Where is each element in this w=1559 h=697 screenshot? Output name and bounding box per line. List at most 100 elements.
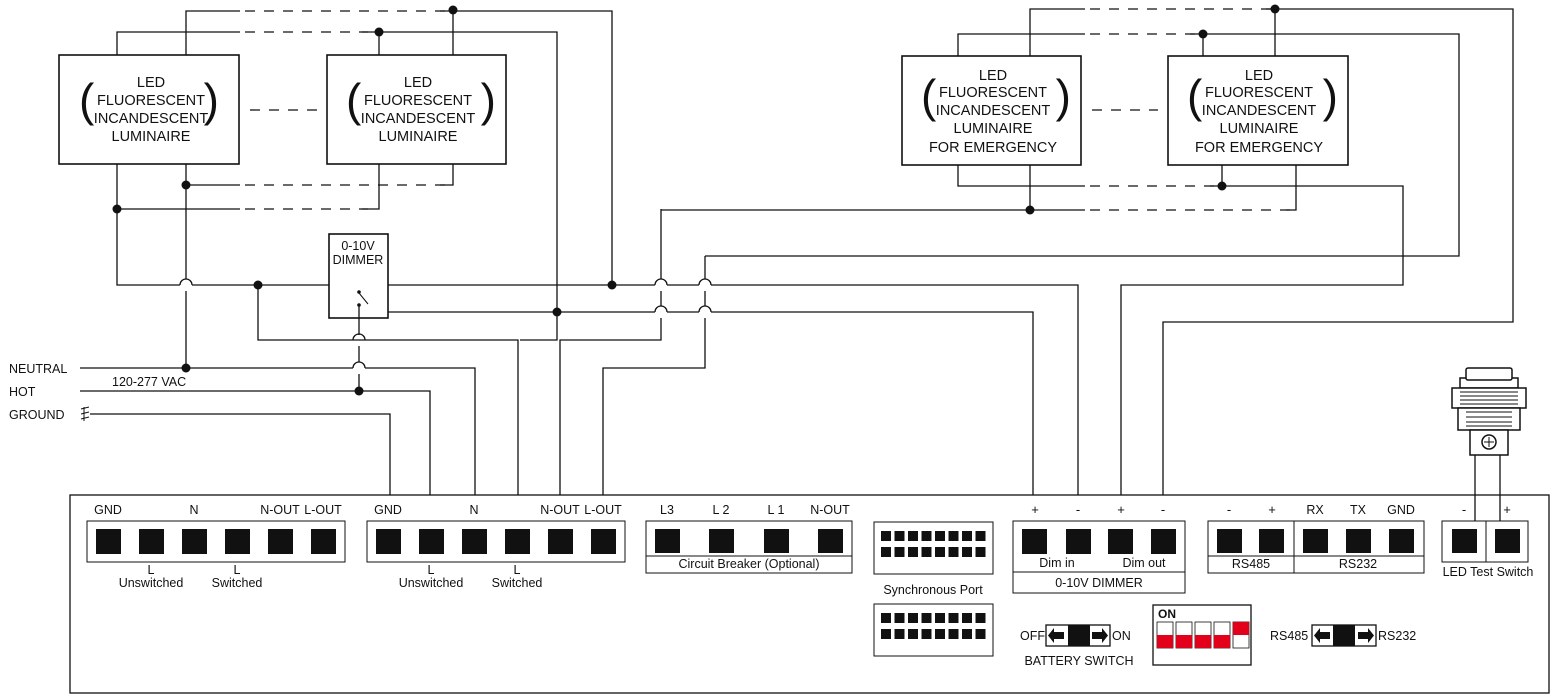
rs485-plus: + [1268, 502, 1276, 517]
svg-text:(: ( [1187, 70, 1203, 122]
neutral-label: NEUTRAL [9, 362, 67, 376]
sync-pin [908, 547, 918, 557]
block-b-lout: L-OUT [584, 503, 622, 517]
luminaire-1-line4: LUMINAIRE [112, 129, 191, 145]
serial-terminal-block: - + RX TX GND RS485 RS232 [1207, 502, 1425, 574]
sync-pin [921, 629, 932, 639]
dim-sign-4: - [1161, 502, 1165, 517]
em-luminaire-1-line4: LUMINAIRE [954, 121, 1033, 137]
dimmer-caption: 0-10V DIMMER [1055, 576, 1143, 590]
battery-switch[interactable]: OFF ON BATTERY SWITCH [1020, 624, 1134, 668]
control-panel [69, 494, 1550, 694]
sync-pin [975, 531, 986, 541]
em-luminaire-1-line3: INCANDESCENT [936, 103, 1051, 119]
sync-pin [894, 613, 905, 623]
circuit-breaker-block: L3 L 2 L 1 N-OUT Circuit Breaker (Option… [645, 503, 853, 574]
block-a-l2: L [234, 563, 241, 577]
sync-pins-top [881, 531, 986, 557]
block-a-nout: N-OUT [260, 503, 300, 517]
dim-sign-3: + [1117, 502, 1125, 517]
sync-pin [975, 629, 986, 639]
arrow-left-icon [1314, 628, 1330, 643]
test-switch-pushbutton-icon[interactable] [1451, 367, 1527, 521]
dimmer-terminal-block: + - + - Dim in Dim out 0-10V DIMMER [1012, 502, 1186, 594]
emergency-luminaire-2: ( ) LED FLUORESCENT INCANDESCENT LUMINAI… [1167, 55, 1349, 166]
terminal-block-a: GND N N-OUT L-OUT L Unswitched L Switche… [86, 503, 346, 590]
test-switch-caption: LED Test Switch [1443, 565, 1534, 579]
sync-pin [881, 629, 891, 639]
luminaire-1: ( ) LED FLUORESCENT INCANDESCENT LUMINAI… [58, 54, 240, 165]
test-plus: + [1503, 502, 1511, 517]
block-a-l1: L [148, 563, 155, 577]
emergency-luminaire-1: ( ) LED FLUORESCENT INCANDESCENT LUMINAI… [901, 55, 1082, 166]
dim-out-label: Dim out [1122, 556, 1166, 570]
sync-pin [894, 531, 905, 541]
dip-lever[interactable] [1214, 635, 1230, 648]
sync-pin [921, 547, 932, 557]
arrow-right-icon [1358, 628, 1374, 643]
dip-on-label: ON [1158, 607, 1176, 621]
block-b-n: N [469, 503, 478, 517]
luminaire-2-line4: LUMINAIRE [379, 129, 458, 145]
sync-pin [962, 613, 972, 623]
block-a-unswitched: Unswitched [119, 576, 184, 590]
svg-text:(: ( [921, 70, 937, 122]
battery-switch-knob[interactable] [1068, 625, 1090, 646]
dip-lever[interactable] [1176, 635, 1192, 648]
voltage-label: 120-277 VAC [112, 375, 186, 389]
dimmer-line2: DIMMER [333, 253, 384, 267]
junction-dots [112, 4, 1280, 396]
svg-text:): ) [481, 74, 496, 126]
block-b-switched: Switched [492, 576, 543, 590]
arrow-left-icon [1048, 628, 1064, 643]
block-a-lout: L-OUT [304, 503, 342, 517]
sync-pin [881, 547, 891, 557]
breaker-nout: N-OUT [810, 503, 850, 517]
mode-rs485-label: RS485 [1270, 629, 1308, 643]
block-b-l2: L [514, 563, 521, 577]
dip-switch[interactable]: ON [1152, 604, 1252, 666]
luminaire-2-line2: FLUORESCENT [364, 93, 472, 109]
sync-pin [948, 547, 959, 557]
sync-pin [948, 613, 959, 623]
block-a-switched: Switched [212, 576, 263, 590]
em-luminaire-1-line5: FOR EMERGENCY [929, 140, 1057, 156]
sync-pin [908, 629, 918, 639]
synchronous-port: Synchronous Port [873, 521, 994, 657]
terminal-block-b: GND N N-OUT L-OUT L Unswitched L Switche… [366, 503, 626, 590]
dip-lever[interactable] [1157, 635, 1173, 648]
em-luminaire-2-line4: LUMINAIRE [1220, 121, 1299, 137]
dip-lever[interactable] [1195, 635, 1211, 648]
rs-mode-switch[interactable]: RS485 RS232 [1270, 624, 1416, 647]
dip-lever[interactable] [1233, 622, 1249, 635]
luminaire-1-line1: LED [137, 75, 165, 91]
rs232-caption: RS232 [1339, 557, 1377, 571]
svg-text:): ) [1056, 70, 1071, 122]
block-a-gnd: GND [94, 503, 122, 517]
arrow-right-icon [1092, 628, 1108, 643]
sync-pin [975, 547, 986, 557]
rs485-caption: RS485 [1232, 557, 1270, 571]
rs232-rx: RX [1306, 503, 1324, 517]
block-b-unswitched: Unswitched [399, 576, 464, 590]
luminaire-1-line2: FLUORESCENT [97, 93, 205, 109]
sync-caption: Synchronous Port [883, 583, 983, 597]
ground-label: GROUND [9, 408, 65, 422]
crossovers [654, 209, 1079, 495]
sync-pin [948, 629, 959, 639]
dim-sign-1: + [1031, 502, 1039, 517]
block-b-gnd: GND [374, 503, 402, 517]
breaker-caption: Circuit Breaker (Optional) [678, 557, 819, 571]
sync-pin [962, 547, 972, 557]
svg-text:): ) [204, 74, 219, 126]
battery-on-label: ON [1112, 629, 1131, 643]
mode-switch-knob[interactable] [1333, 625, 1355, 646]
block-b-nout: N-OUT [540, 503, 580, 517]
test-switch-terminal-block: - + LED Test Switch [1441, 502, 1534, 579]
battery-switch-caption: BATTERY SWITCH [1024, 654, 1133, 668]
left-wiring: 0-10V DIMMER [80, 10, 699, 495]
sync-pins-bottom [881, 613, 986, 639]
dimmer-line1: 0-10V [341, 239, 375, 253]
em-luminaire-1-line2: FLUORESCENT [939, 85, 1047, 101]
